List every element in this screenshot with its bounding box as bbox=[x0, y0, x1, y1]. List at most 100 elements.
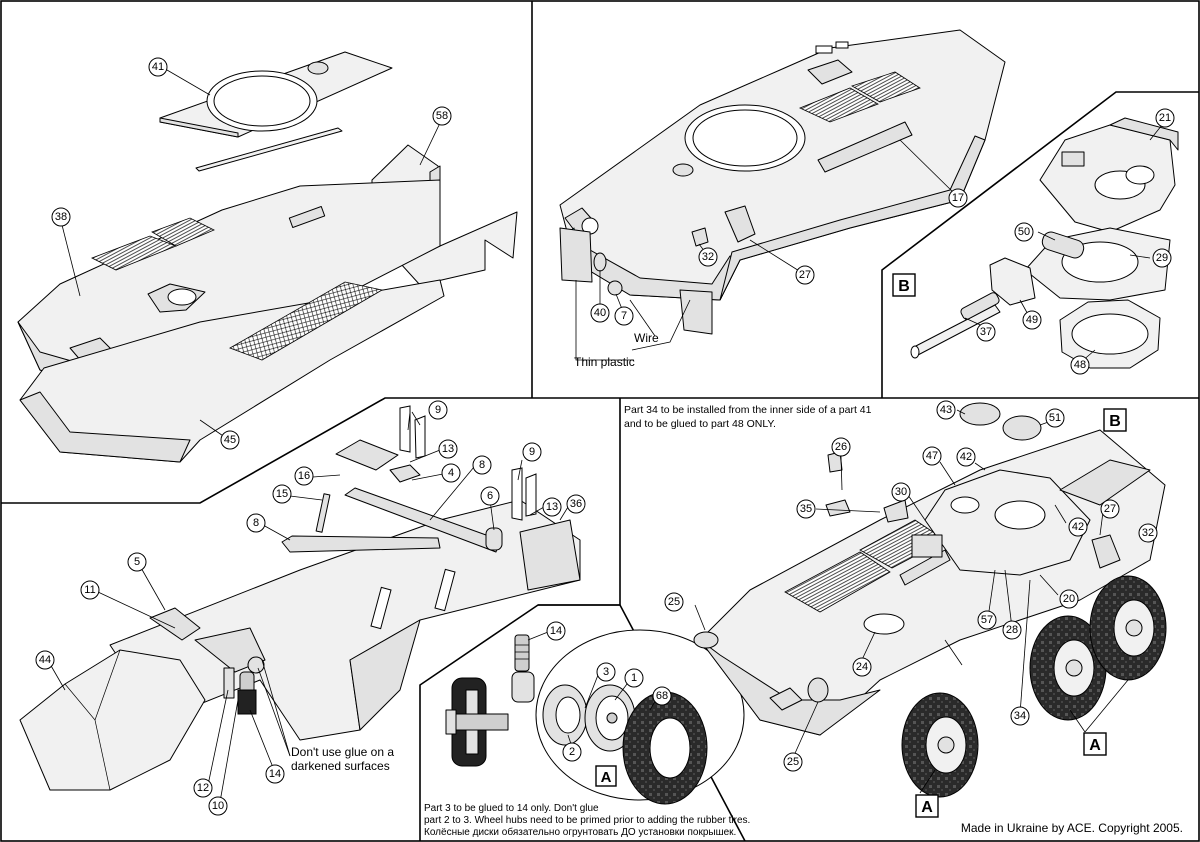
callout-label: 13 bbox=[442, 443, 454, 455]
part-44-nose bbox=[19, 649, 206, 791]
callout-15: 15 bbox=[272, 484, 292, 504]
callout-43: 43 bbox=[936, 400, 956, 420]
callout-4: 4 bbox=[441, 463, 461, 483]
callout-label: 2 bbox=[569, 746, 575, 758]
callout-label: 40 bbox=[594, 307, 606, 319]
callout-34: 34 bbox=[1010, 706, 1030, 726]
callout-42: 42 bbox=[956, 447, 976, 467]
callout-label: 7 bbox=[621, 310, 627, 322]
callout-label: 15 bbox=[276, 488, 288, 500]
callout-label: 9 bbox=[529, 446, 535, 458]
svg-text:A: A bbox=[1089, 737, 1101, 754]
callout-21: 21 bbox=[1155, 108, 1175, 128]
callout-12: 12 bbox=[193, 778, 213, 798]
boxed-label-a-rear: A bbox=[1083, 732, 1107, 756]
part-9-blades bbox=[399, 405, 537, 521]
callout-41: 41 bbox=[148, 57, 168, 77]
callout-label: 68 bbox=[656, 690, 668, 702]
callout-label: 51 bbox=[1049, 412, 1061, 424]
callout-38: 38 bbox=[51, 207, 71, 227]
panel-wheel bbox=[445, 629, 745, 805]
note-no-glue-1: Don't use glue on a bbox=[291, 745, 394, 759]
callout-label: 6 bbox=[487, 490, 493, 502]
callout-13: 13 bbox=[542, 497, 562, 517]
callout-label: 27 bbox=[799, 269, 811, 281]
callout-label: 20 bbox=[1063, 593, 1075, 605]
callout-label: 29 bbox=[1156, 252, 1168, 264]
part-14-spindle bbox=[511, 634, 535, 703]
callout-20: 20 bbox=[1059, 589, 1079, 609]
callout-45: 45 bbox=[220, 430, 240, 450]
callout-13: 13 bbox=[438, 439, 458, 459]
callout-14: 14 bbox=[546, 621, 566, 641]
callout-50: 50 bbox=[1014, 222, 1034, 242]
callout-label: 3 bbox=[603, 666, 609, 678]
callout-35: 35 bbox=[796, 499, 816, 519]
callout-58: 58 bbox=[432, 106, 452, 126]
part-48-ring bbox=[1059, 299, 1161, 369]
callout-label: 35 bbox=[800, 503, 812, 515]
suspension-arms bbox=[281, 439, 503, 630]
callout-label: 57 bbox=[981, 614, 993, 626]
callout-label: 14 bbox=[269, 768, 281, 780]
thin-plastic-parts bbox=[559, 227, 713, 335]
note-wheel-1: Part 3 to be glued to 14 only. Don't glu… bbox=[424, 803, 599, 814]
callout-label: 25 bbox=[787, 756, 799, 768]
callout-label: 8 bbox=[253, 517, 259, 529]
callout-label: 49 bbox=[1026, 314, 1038, 326]
divider-upper-left bbox=[1, 397, 1199, 504]
callout-label: 1 bbox=[631, 672, 637, 684]
callout-label: 32 bbox=[702, 251, 714, 263]
note-thin-plastic: Thin plastic bbox=[574, 355, 635, 369]
callout-label: 47 bbox=[926, 450, 938, 462]
callout-57: 57 bbox=[977, 610, 997, 630]
callout-16: 16 bbox=[294, 466, 314, 486]
callout-label: 5 bbox=[134, 556, 140, 568]
boxed-label-b-top: B bbox=[892, 273, 916, 297]
callout-68: 68 bbox=[652, 686, 672, 706]
note-part34-1: Part 34 to be installed from the inner s… bbox=[624, 404, 872, 416]
callout-label: 34 bbox=[1014, 710, 1026, 722]
callout-2: 2 bbox=[562, 742, 582, 762]
panel-b-turret bbox=[910, 117, 1179, 369]
divider-b-panel bbox=[881, 91, 1199, 398]
panel-upper-hull bbox=[17, 51, 518, 463]
callout-6: 6 bbox=[480, 486, 500, 506]
final-wheels bbox=[901, 575, 1167, 798]
boxed-label-a-front: A bbox=[915, 794, 939, 818]
callout-label: 14 bbox=[550, 625, 562, 637]
callout-layer: 41 58 38 45 17 32 27 40 7 21 50 29 37 49… bbox=[35, 57, 1175, 816]
callout-label: 38 bbox=[55, 211, 67, 223]
callout-label: 48 bbox=[1074, 359, 1086, 371]
svg-text:A: A bbox=[921, 799, 933, 816]
callout-label: 24 bbox=[856, 661, 868, 673]
callout-48: 48 bbox=[1070, 355, 1090, 375]
callout-25: 25 bbox=[783, 752, 803, 772]
callout-32: 32 bbox=[1138, 523, 1158, 543]
callout-5: 5 bbox=[127, 552, 147, 572]
callout-24: 24 bbox=[852, 657, 872, 677]
callout-37: 37 bbox=[976, 322, 996, 342]
part-37-barrel bbox=[910, 292, 1001, 359]
part-21-turret bbox=[1039, 117, 1179, 233]
callout-label: 12 bbox=[197, 782, 209, 794]
callout-27: 27 bbox=[795, 265, 815, 285]
note-no-glue-2: darkened surfaces bbox=[291, 759, 390, 773]
final-turret bbox=[911, 459, 1151, 576]
callout-label: 21 bbox=[1159, 112, 1171, 124]
callout-7: 7 bbox=[614, 306, 634, 326]
callout-label: 58 bbox=[436, 110, 448, 122]
callout-label: 42 bbox=[960, 451, 972, 463]
callout-40: 40 bbox=[590, 303, 610, 323]
note-part34-2: and to be glued to part 48 ONLY. bbox=[624, 418, 776, 430]
part-41-plate bbox=[159, 51, 393, 138]
hull-body bbox=[559, 29, 1006, 301]
callout-label: 37 bbox=[980, 326, 992, 338]
callout-47: 47 bbox=[922, 446, 942, 466]
callout-10: 10 bbox=[208, 796, 228, 816]
callout-32: 32 bbox=[698, 247, 718, 267]
callout-label: 30 bbox=[895, 486, 907, 498]
callout-8: 8 bbox=[246, 513, 266, 533]
callout-44: 44 bbox=[35, 650, 55, 670]
part-5-steering bbox=[149, 607, 266, 715]
